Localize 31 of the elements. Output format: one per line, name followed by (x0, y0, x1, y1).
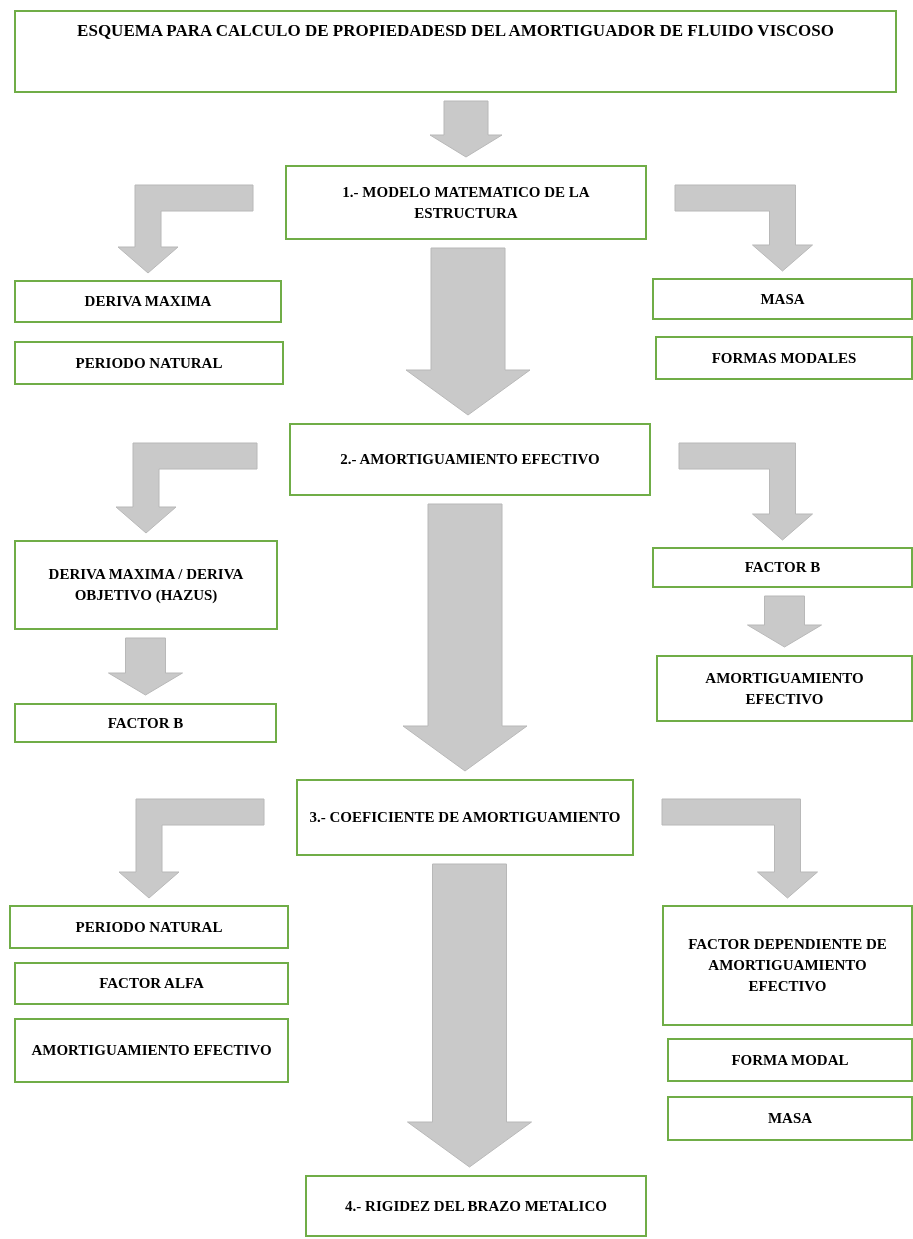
process-box: FACTOR ALFA (14, 962, 289, 1005)
process-box: FORMAS MODALES (655, 336, 913, 380)
process-box: AMORTIGUAMIENTO EFECTIVO (656, 655, 913, 722)
block-arrow (661, 798, 818, 899)
block-arrow (115, 442, 258, 534)
title-box: ESQUEMA PARA CALCULO DE PROPIEDADESD DEL AMORTIGUADOR DE FLUIDO VISCOSO (14, 10, 897, 93)
block-arrow (108, 637, 183, 696)
process-box: FACTOR B (652, 547, 913, 588)
block-arrow (678, 442, 813, 541)
block-arrow (407, 863, 532, 1168)
process-box: FORMA MODAL (667, 1038, 913, 1082)
process-box: MASA (667, 1096, 913, 1141)
process-box: PERIODO NATURAL (9, 905, 289, 949)
process-box: 2.- AMORTIGUAMIENTO EFECTIVO (289, 423, 651, 496)
block-arrow (747, 595, 822, 648)
block-arrow (674, 184, 813, 272)
process-box: DERIVA MAXIMA (14, 280, 282, 323)
process-box: DERIVA MAXIMA / DERIVA OBJETIVO (HAZUS) (14, 540, 278, 630)
process-box: MASA (652, 278, 913, 320)
process-box: 1.- MODELO MATEMATICO DE LA ESTRUCTURA (285, 165, 647, 240)
block-arrow (405, 247, 531, 416)
process-box: PERIODO NATURAL (14, 341, 284, 385)
block-arrow (117, 184, 254, 274)
process-box: FACTOR B (14, 703, 277, 743)
process-box: 4.- RIGIDEZ DEL BRAZO METALICO (305, 1175, 647, 1237)
process-box: 3.- COEFICIENTE DE AMORTIGUAMIENTO (296, 779, 634, 856)
block-arrow (118, 798, 265, 899)
block-arrow (402, 503, 528, 772)
block-arrow (429, 100, 503, 158)
process-box: AMORTIGUAMIENTO EFECTIVO (14, 1018, 289, 1083)
process-box: FACTOR DEPENDIENTE DE AMORTIGUAMIENTO EFECTIVO (662, 905, 913, 1026)
